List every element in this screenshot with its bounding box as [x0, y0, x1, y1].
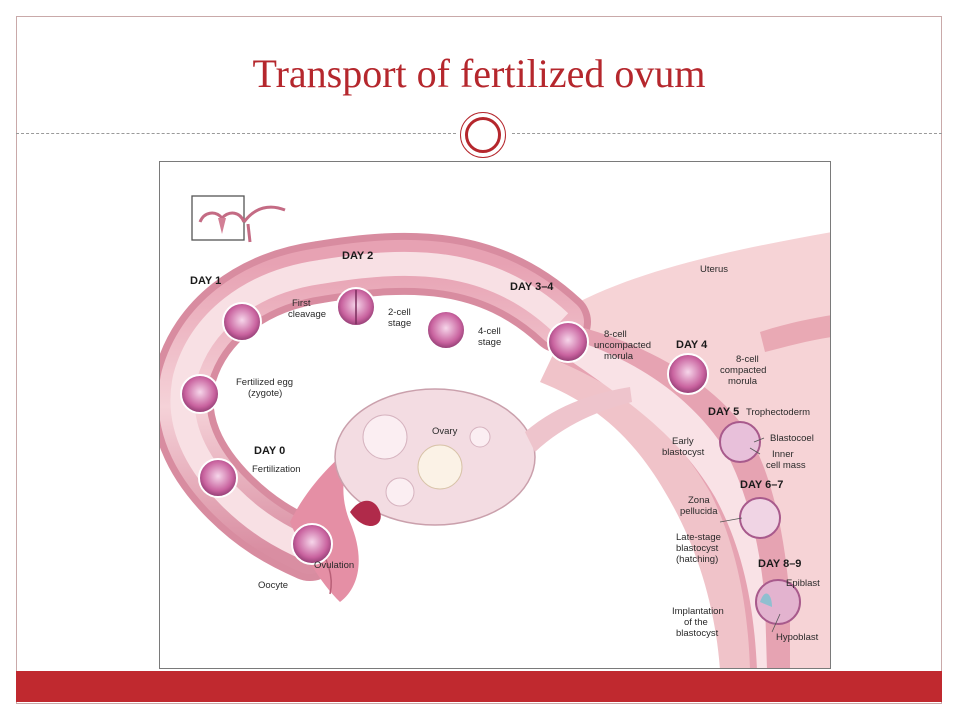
implantation-label-3: blastocyst: [676, 628, 719, 639]
oocyte-cell: [291, 523, 333, 565]
eight-compacted-label-2: compacted: [720, 365, 766, 376]
two-cell-label-1: 2-cell: [388, 307, 411, 318]
trophectoderm-label: Trophectoderm: [746, 407, 810, 418]
leader-lines: [719, 437, 781, 633]
slide-title: Transport of fertilized ovum: [252, 51, 706, 96]
late-blastocyst-label-2: blastocyst: [676, 543, 719, 554]
fertilization-label: Fertilization: [252, 464, 301, 475]
uterus-label: Uterus: [700, 264, 728, 275]
footer-bar: [16, 671, 942, 702]
eight-cell-compacted: [667, 353, 709, 395]
fertilized-egg-label-1: Fertilized egg: [236, 377, 293, 388]
day-2-label: DAY 2: [342, 250, 373, 262]
late-blastocyst-label-3: (hatching): [676, 554, 718, 565]
first-cleavage-label-1: First: [292, 298, 311, 309]
embryo-cells: [180, 287, 801, 625]
eight-uncompacted-label-2: uncompacted: [594, 340, 651, 351]
hypoblast-label: Hypoblast: [776, 632, 819, 643]
eight-compacted-label-3: morula: [728, 376, 758, 387]
oocyte-label: Oocyte: [258, 580, 288, 591]
eight-uncompacted-label-1: 8-cell: [604, 329, 627, 340]
early-blastocyst-label-2: blastocyst: [662, 447, 705, 458]
day-5-label: DAY 5: [708, 406, 739, 418]
ovulation-label: Ovulation: [314, 560, 354, 571]
day-3-4-label: DAY 3–4: [510, 281, 554, 293]
eight-uncompacted-label-3: morula: [604, 351, 634, 362]
four-cell-label-1: 4-cell: [478, 326, 501, 337]
day-0-label: DAY 0: [254, 445, 285, 457]
ovary-label: Ovary: [432, 426, 458, 437]
circle-ornament-icon: [460, 112, 506, 158]
early-blastocyst: [719, 421, 761, 463]
inner-cell-mass-label-2: cell mass: [766, 460, 806, 471]
two-cell-label-2: stage: [388, 318, 411, 329]
day-6-7-label: DAY 6–7: [740, 479, 783, 491]
day-8-9-label: DAY 8–9: [758, 558, 801, 570]
early-blastocyst-label-1: Early: [672, 436, 694, 447]
fertilization-diagram: DAY 1 DAY 2 DAY 3–4 DAY 4 DAY 5 DAY 6–7 …: [159, 161, 831, 669]
ovary-shape: [334, 387, 632, 526]
late-blastocyst: [739, 497, 781, 539]
day-1-label: DAY 1: [190, 275, 221, 287]
implanting-blastocyst: [755, 579, 801, 625]
fertilization-cell: [198, 458, 238, 498]
epiblast-label: Epiblast: [786, 578, 820, 589]
zygote-cell: [180, 374, 220, 414]
eight-cell-uncompacted: [547, 321, 589, 363]
slide-frame: [16, 16, 942, 704]
oviduct-tube: [160, 232, 790, 668]
implantation-label-1: Implantation: [672, 606, 724, 617]
inner-cell-mass-label-1: Inner: [772, 449, 794, 460]
four-cell-label-2: stage: [478, 337, 501, 348]
day-4-label: DAY 4: [676, 339, 708, 351]
zona-pellucida-label-2: pellucida: [680, 506, 718, 517]
late-blastocyst-label-1: Late-stage: [676, 532, 721, 543]
first-cleavage-label-2: cleavage: [288, 309, 326, 320]
title-divider-left: [16, 133, 456, 134]
uterus-inset-icon: [191, 195, 286, 243]
fertilized-egg-label-2: (zygote): [248, 388, 282, 399]
eight-compacted-label-1: 8-cell: [736, 354, 759, 365]
implantation-label-2: of the: [684, 617, 708, 628]
title-divider-right: [512, 133, 942, 134]
zona-pellucida-label-1: Zona: [688, 495, 710, 506]
four-cell-stage: [426, 310, 466, 350]
blastocoel-label: Blastocoel: [770, 433, 814, 444]
first-cleavage-cell: [222, 302, 262, 342]
